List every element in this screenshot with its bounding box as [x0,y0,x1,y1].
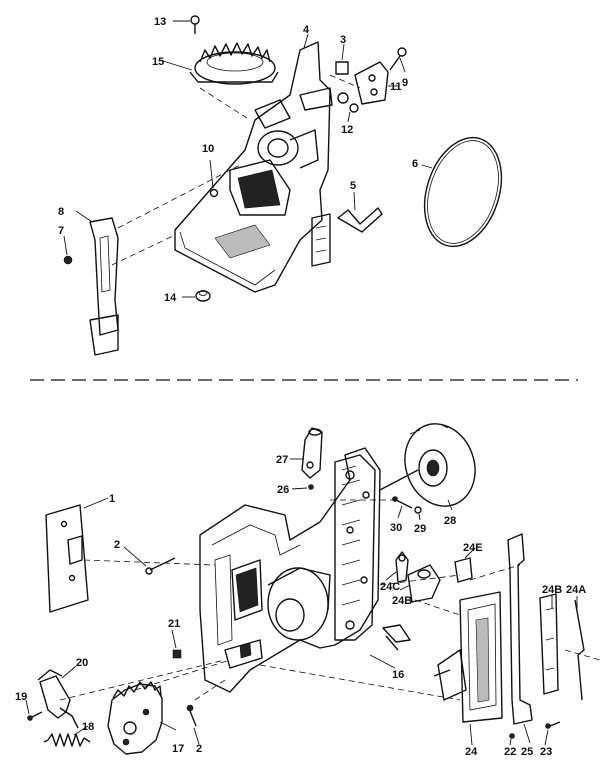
label-1: 1 [109,493,115,505]
part-labels: 13 15 4 3 9 11 12 10 6 5 8 7 14 1 2 27 2… [15,16,586,758]
part-24C-lever [385,551,409,583]
label-3: 3 [340,34,346,46]
label-27: 27 [276,454,288,466]
label-30: 30 [390,522,402,534]
part-7-nut [63,235,73,265]
part-5-clip [337,191,383,233]
part-21-nut [171,629,182,659]
label-12: 12 [341,124,353,136]
label-18: 18 [82,721,94,733]
label-17: 17 [172,743,184,755]
part-18-spring [43,725,91,747]
label-14: 14 [164,292,177,304]
label-24E: 24E [463,542,483,554]
label-22: 22 [504,746,516,758]
label-21: 21 [168,618,180,630]
part-25-slide-bar [507,533,533,744]
label-19: 19 [15,691,27,703]
part-28-pulley [379,423,476,511]
label-20: 20 [76,657,88,669]
part-6-belt [421,136,503,248]
part-8-slide-plate [75,210,119,356]
label-28: 28 [444,515,456,527]
part-26-pin [291,484,314,490]
label-24B: 24B [392,595,412,607]
label-15: 15 [152,56,164,68]
label-25: 25 [521,746,533,758]
label-10: 10 [202,143,214,155]
label-24C: 24C [380,581,400,593]
label-2a: 2 [114,539,120,551]
part-1-cover-plate [45,497,109,613]
label-23: 23 [540,746,552,758]
part-22-screw [509,733,515,746]
part-15-gear-cam [162,42,279,85]
part-20-spring-bracket [37,665,79,729]
part-27-bushing [290,427,323,479]
label-4: 4 [303,24,310,36]
label-24B-right: 24B [542,584,562,596]
part-2-screw-b [186,704,200,745]
part-24A-rod [574,596,585,701]
label-24: 24 [465,746,478,758]
part-4-housing [174,33,333,293]
part-24B-latch-upper [399,564,441,603]
label-7: 7 [58,225,64,237]
part-14-nut [182,290,211,302]
label-6: 6 [412,158,418,170]
label-11: 11 [390,81,402,93]
part-24E-bracket [454,547,476,583]
part-17-gear-wheel [107,681,177,755]
label-16: 16 [392,669,404,681]
label-2b: 2 [196,743,202,755]
label-13: 13 [154,16,166,28]
part-19-screw [25,699,43,721]
upper-assembly [63,15,503,356]
part-30-screw [392,496,413,519]
part-29-spring [414,506,422,521]
label-5: 5 [350,180,356,192]
part-3-nut [335,43,349,75]
label-29: 29 [414,523,426,535]
label-8: 8 [58,206,64,218]
part-2-screw-a [123,546,176,575]
part-13-screw [173,15,200,34]
lower-assembly [25,423,601,755]
part-12-washer [337,92,359,123]
spring-clip-small [382,624,411,651]
part-9-screw [389,47,407,73]
part-16-frame [199,447,396,693]
part-11-bracket [354,61,398,105]
part-24-latch-plate [433,591,503,746]
label-9: 9 [402,77,408,89]
part-10-washer [209,159,219,198]
part-23-screw [544,721,561,746]
label-26: 26 [277,484,289,496]
part-24B-latch-right [539,593,559,695]
label-24A: 24A [566,584,586,596]
